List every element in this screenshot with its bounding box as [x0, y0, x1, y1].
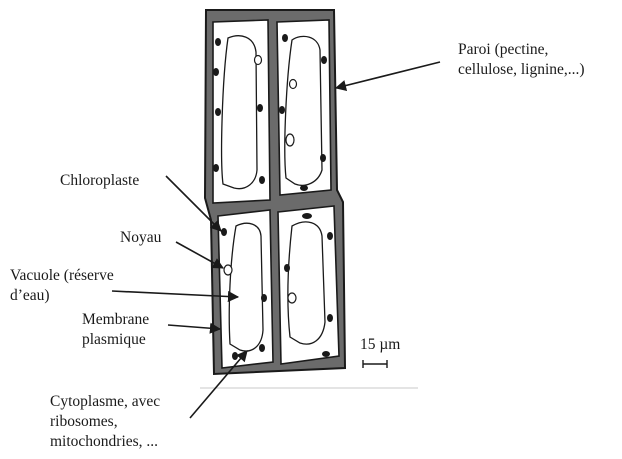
scale-bar-label: 15 µm: [360, 335, 400, 355]
label-cytoplasme-line2: ribosomes,: [50, 412, 160, 432]
arrow-paroi: [336, 62, 440, 88]
label-vacuole: Vacuole (réserve d’eau): [10, 266, 114, 306]
label-cytoplasme-line3: mitochondries, ...: [50, 432, 160, 452]
label-vacuole-line2: d’eau): [10, 286, 114, 306]
scale-bar-graphic: [363, 360, 387, 368]
label-vacuole-line1: Vacuole (réserve: [10, 266, 114, 286]
label-paroi-line1: Paroi (pectine,: [458, 40, 585, 60]
label-paroi-line2: cellulose, lignine,...): [458, 60, 585, 80]
label-paroi: Paroi (pectine, cellulose, lignine,...): [458, 40, 585, 80]
label-membrane-line2: plasmique: [82, 330, 149, 350]
label-noyau: Noyau: [120, 228, 161, 248]
label-chloroplaste: Chloroplaste: [60, 171, 139, 191]
cell-bottom-right: [278, 206, 339, 364]
label-cytoplasme-line1: Cytoplasme, avec: [50, 392, 160, 412]
label-membrane-line1: Membrane: [82, 310, 149, 330]
label-membrane: Membrane plasmique: [82, 310, 149, 350]
label-cytoplasme: Cytoplasme, avec ribosomes, mitochondrie…: [50, 392, 160, 452]
